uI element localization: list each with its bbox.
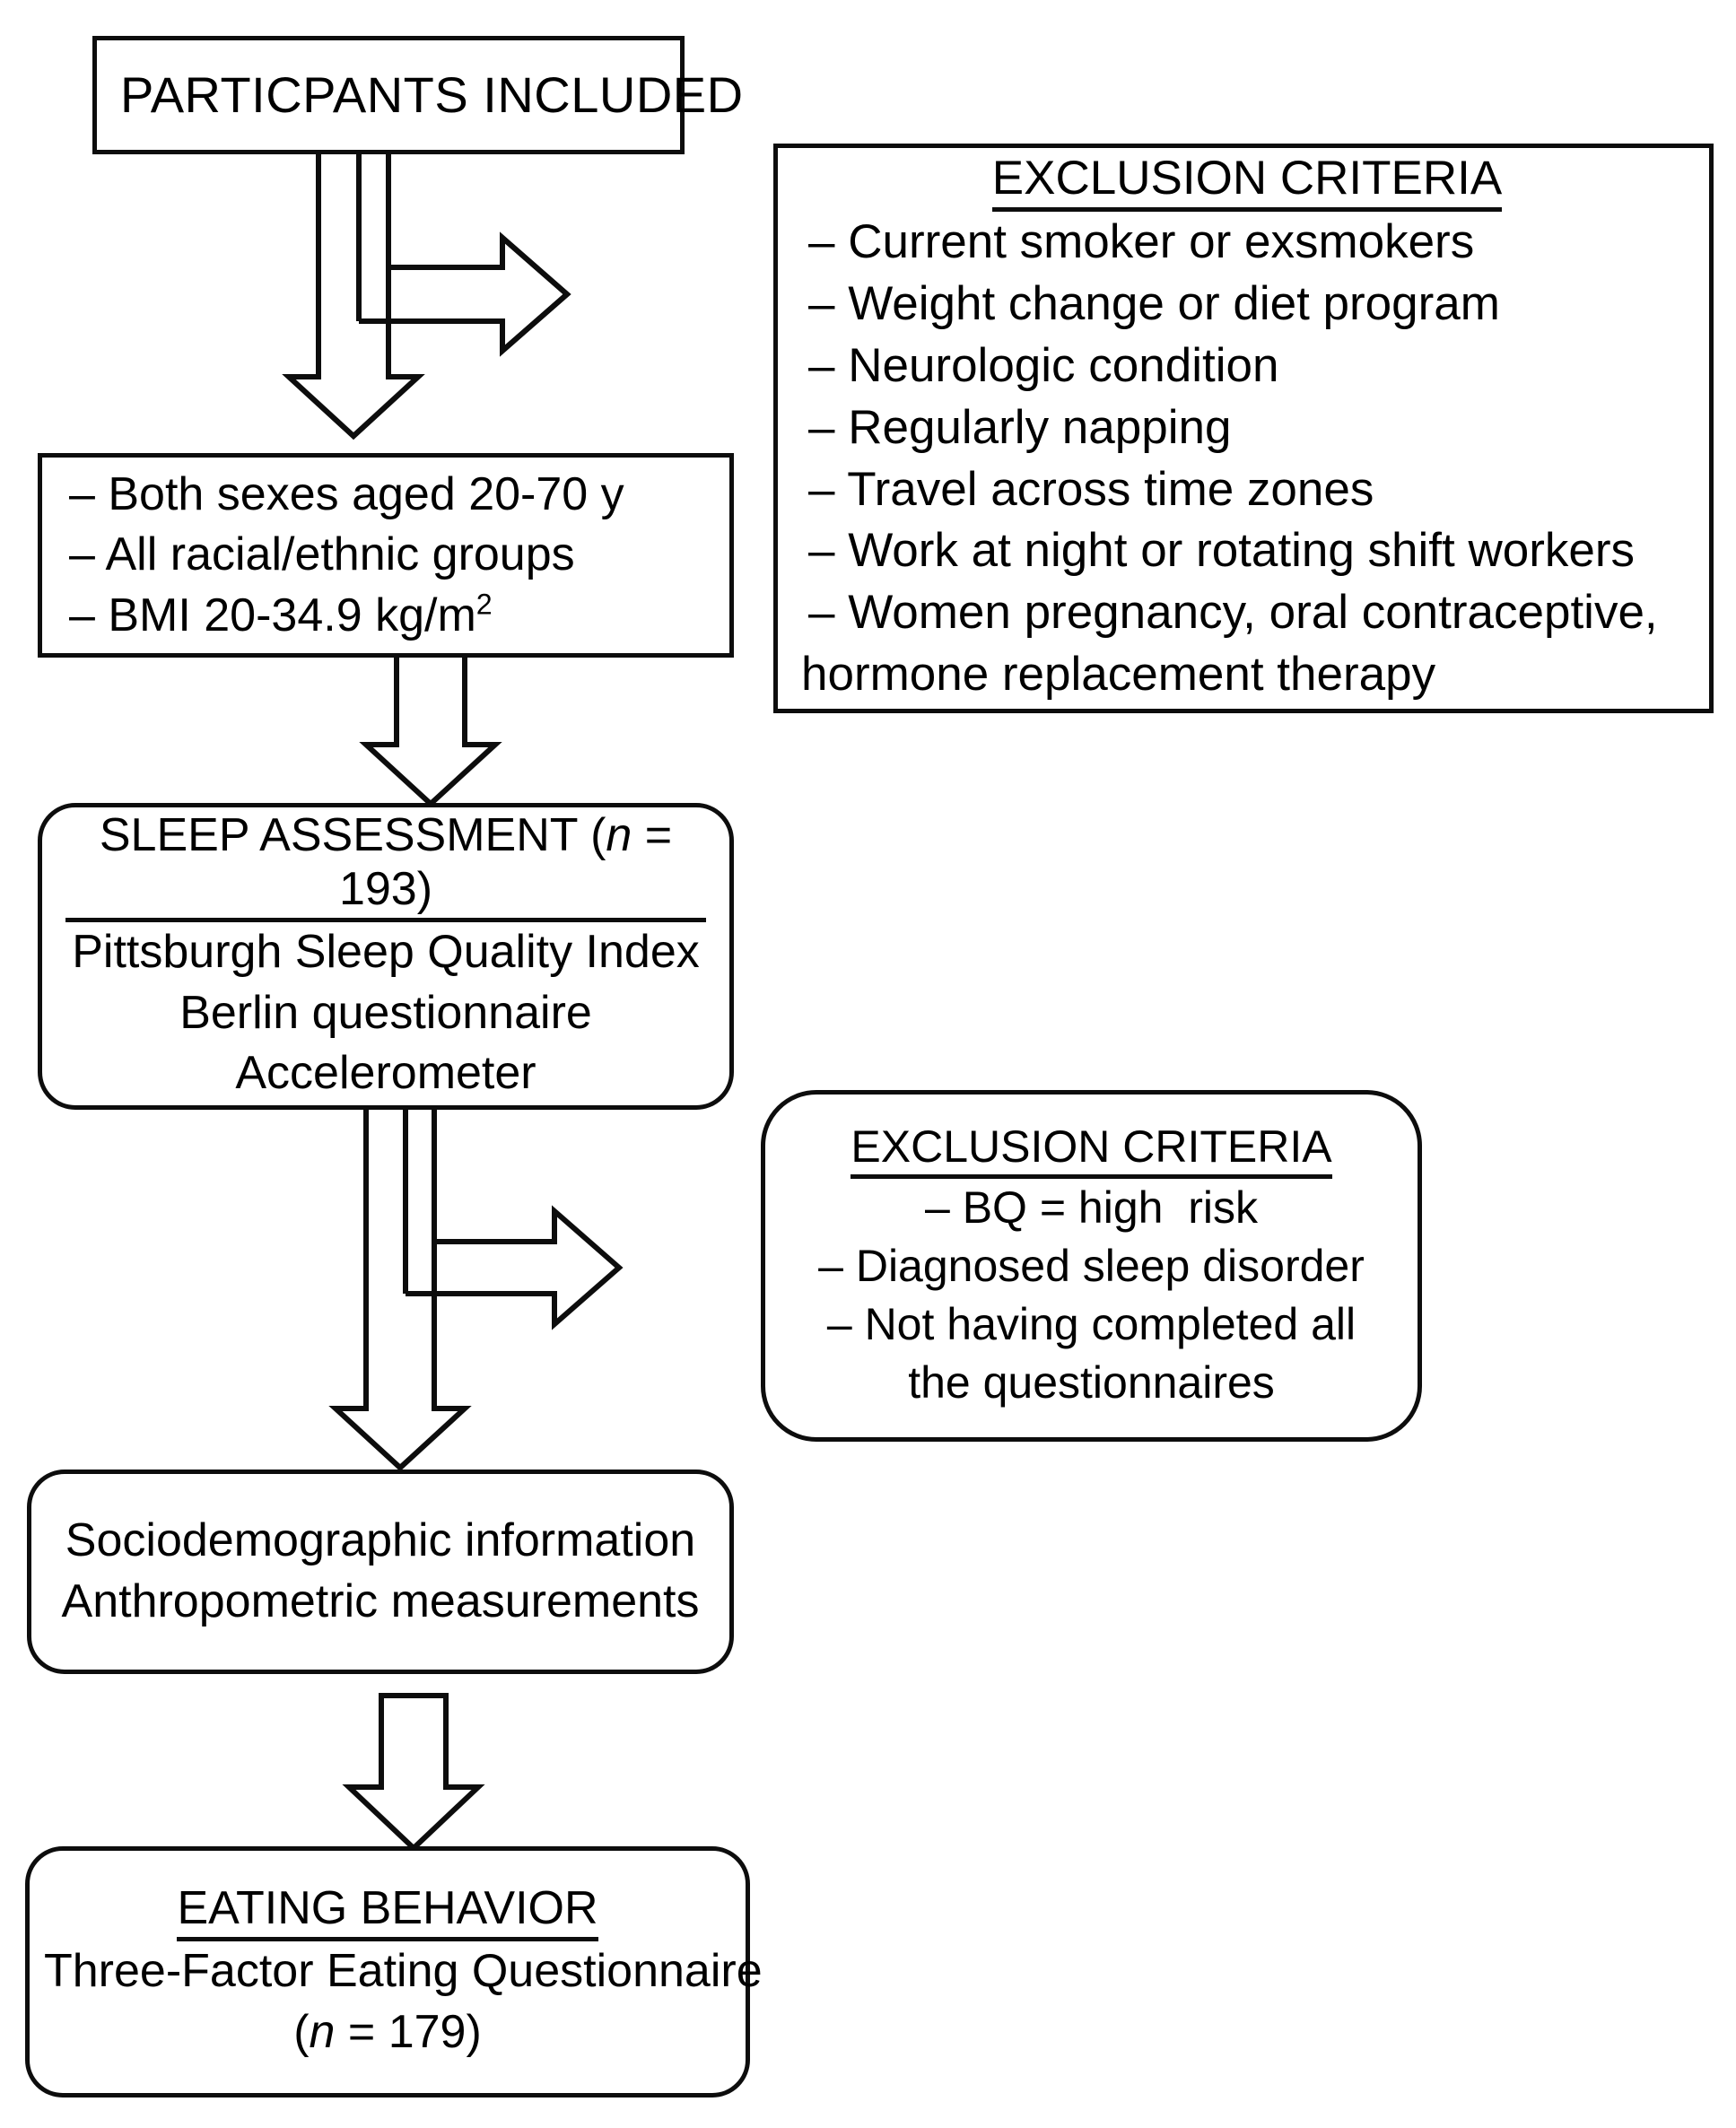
bmi-superscript: 2 <box>475 588 493 621</box>
node-exclusion-criteria-2: EXCLUSION CRITERIA – BQ = high risk – Di… <box>761 1090 1422 1442</box>
sleep-assessment-item: Pittsburgh Sleep Quality Index <box>72 926 700 979</box>
sleep-assessment-item: Accelerometer <box>235 1047 537 1100</box>
eating-behavior-line-1: Three-Factor Eating Questionnaire <box>44 1944 763 1997</box>
exclusion-criteria-2-item-wrap: the questionnaires <box>908 1356 1275 1408</box>
exclusion-criteria-1-heading-wrap: EXCLUSION CRITERIA <box>808 151 1686 212</box>
exclusion-criteria-2-heading-wrap: EXCLUSION CRITERIA <box>787 1121 1396 1179</box>
eating-behavior-heading: EATING BEHAVIOR <box>177 1881 598 1941</box>
bent-arrow-participants-to-exclusion <box>278 148 574 440</box>
node-participants-included: PARTICPANTS INCLUDED <box>92 36 744 154</box>
exclusion-criteria-1-item-wrap: hormone replacement therapy <box>801 648 1436 702</box>
measurements-item: Sociodemographic information <box>65 1514 696 1567</box>
exclusion-criteria-2-item: – Diagnosed sleep disorder <box>818 1240 1365 1291</box>
inclusion-criteria-item: – All racial/ethnic groups <box>69 528 575 581</box>
exclusion-criteria-1-item: – Work at night or rotating shift worker… <box>808 524 1636 578</box>
participants-included-label: PARTICPANTS INCLUDED <box>120 65 744 123</box>
down-arrow-inclusion-to-sleep <box>341 655 502 808</box>
sleep-assessment-heading: SLEEP ASSESSMENT (n = 193) <box>65 808 706 923</box>
exclusion-criteria-2-item: – BQ = high risk <box>925 1182 1258 1233</box>
exclusion-criteria-1-item: – Travel across time zones <box>808 462 1374 516</box>
eating-behavior-line-2-open: ( <box>293 2005 310 2058</box>
exclusion-criteria-1-item: – Neurologic condition <box>808 338 1279 392</box>
sleep-assessment-heading-tail: = 193) <box>338 809 673 916</box>
sleep-assessment-item: Berlin questionnaire <box>179 986 592 1039</box>
node-inclusion-criteria: – Both sexes aged 20-70 y – All racial/e… <box>38 453 734 658</box>
inclusion-criteria-item: – Both sexes aged 20-70 y <box>69 467 624 520</box>
sleep-assessment-heading-n: n <box>606 809 632 862</box>
node-sleep-assessment: SLEEP ASSESSMENT (n = 193) Pittsburgh Sl… <box>38 803 734 1110</box>
measurements-item: Anthropometric measurements <box>61 1575 700 1627</box>
inclusion-criteria-item-bmi: – BMI 20-34.9 kg/m2 <box>69 586 711 647</box>
node-eating-behavior: EATING BEHAVIOR Three-Factor Eating Ques… <box>25 1846 763 2097</box>
exclusion-criteria-1-item: – Current smoker or exsmokers <box>808 214 1475 268</box>
inclusion-criteria-item-bmi-text: – BMI 20-34.9 kg/m <box>69 589 476 641</box>
eating-behavior-line-2: (n = 179) <box>44 2002 731 2063</box>
node-exclusion-criteria-1: EXCLUSION CRITERIA – Current smoker or e… <box>773 144 1714 713</box>
sleep-assessment-heading-main: SLEEP ASSESSMENT ( <box>99 809 606 862</box>
exclusion-criteria-2-heading: EXCLUSION CRITERIA <box>851 1121 1332 1179</box>
exclusion-criteria-1-item: – Regularly napping <box>808 400 1232 454</box>
exclusion-criteria-2-item: – Not having completed all <box>826 1298 1357 1349</box>
bent-arrow-sleep-to-exclusion2 <box>323 1105 628 1473</box>
node-measurements: Sociodemographic information Anthropomet… <box>27 1470 734 1674</box>
exclusion-criteria-1-item: – Women pregnancy, oral contraceptive, <box>808 586 1658 640</box>
exclusion-criteria-1-heading: EXCLUSION CRITERIA <box>991 151 1503 212</box>
eating-behavior-line-2-tail: = 179) <box>335 2005 482 2058</box>
exclusion-criteria-1-item: – Weight change or diet program <box>808 276 1500 330</box>
eating-behavior-heading-wrap: EATING BEHAVIOR <box>44 1881 731 1941</box>
eating-behavior-line-2-n: n <box>309 2005 336 2058</box>
down-arrow-measurements-to-eating <box>327 1693 498 1853</box>
sleep-assessment-heading-wrap: SLEEP ASSESSMENT (n = 193) <box>65 808 706 923</box>
